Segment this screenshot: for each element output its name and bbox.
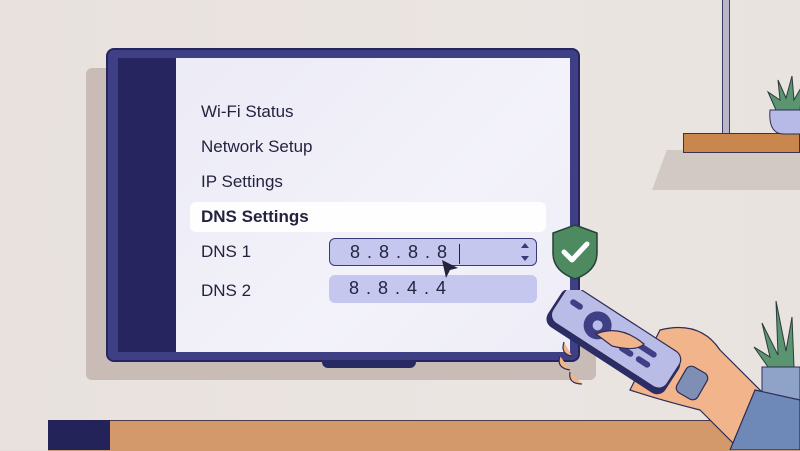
tv-stand xyxy=(322,360,416,368)
tv-side-panel xyxy=(118,58,176,352)
dns1-value: 8 . 8 . 8 . 8 xyxy=(350,242,448,262)
text-caret xyxy=(459,244,460,265)
menu-item-dns-settings-highlight[interactable] xyxy=(190,202,546,232)
menu-item-dns-settings[interactable]: DNS Settings xyxy=(201,207,309,226)
shield-check-icon xyxy=(552,224,598,280)
shelf-pole xyxy=(722,0,730,134)
hand-with-remote xyxy=(546,290,800,450)
menu-item-ip-settings[interactable]: IP Settings xyxy=(201,172,283,191)
shelf-shadow xyxy=(652,150,800,190)
desk xyxy=(48,420,800,451)
dns1-input[interactable]: 8 . 8 . 8 . 8 xyxy=(329,238,537,266)
desk-leg xyxy=(48,420,110,450)
menu-item-network-setup[interactable]: Network Setup xyxy=(201,137,313,156)
dns2-value: 8 . 8 . 4 . 4 xyxy=(349,278,447,298)
menu-item-wifi-status[interactable]: Wi-Fi Status xyxy=(201,102,294,121)
wall-shelf xyxy=(683,133,800,153)
dns1-label: DNS 1 xyxy=(201,242,252,261)
dns2-input[interactable]: 8 . 8 . 4 . 4 xyxy=(329,275,537,303)
up-down-spinner-icon[interactable] xyxy=(521,243,529,261)
dns2-label: DNS 2 xyxy=(201,281,252,300)
shelf-plant xyxy=(766,75,800,135)
mouse-pointer-icon xyxy=(442,260,458,278)
